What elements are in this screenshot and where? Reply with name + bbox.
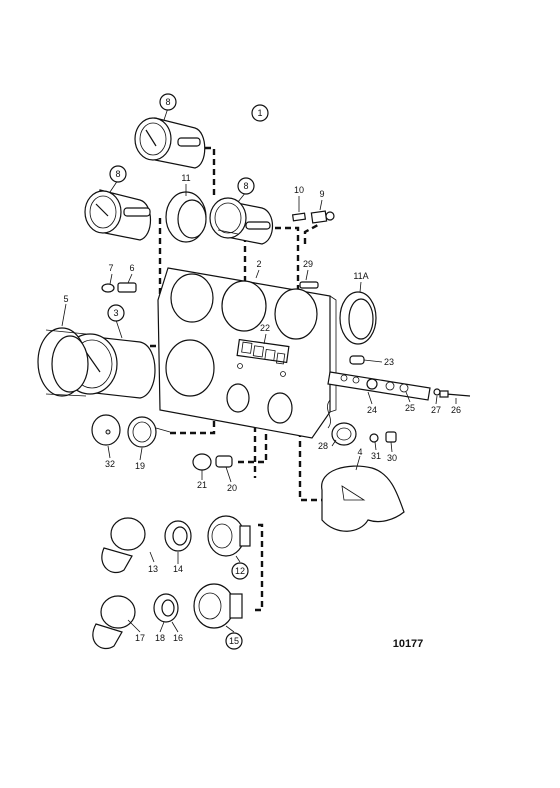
callout-17: 17 bbox=[135, 633, 145, 643]
callout-14: 14 bbox=[173, 564, 183, 574]
callout-circles bbox=[107, 93, 269, 650]
callout-labels: 1 8 8 8 11 10 9 2 29 11A 7 6 5 3 22 23 2… bbox=[63, 97, 461, 650]
drawing-number: 10177 bbox=[393, 638, 424, 650]
callout-31: 31 bbox=[371, 451, 381, 461]
bulb-21 bbox=[192, 453, 212, 471]
callout-20: 20 bbox=[227, 483, 237, 493]
lamp-parts-6-7 bbox=[101, 282, 137, 293]
socket-20 bbox=[215, 455, 233, 468]
callout-29: 29 bbox=[303, 259, 313, 269]
callout-30: 30 bbox=[387, 453, 397, 463]
gauge-left bbox=[84, 189, 152, 241]
callout-25: 25 bbox=[405, 403, 415, 413]
callout-21: 21 bbox=[197, 480, 207, 490]
callout-28: 28 bbox=[318, 441, 328, 451]
callout-26: 26 bbox=[451, 405, 461, 415]
callout-9: 9 bbox=[319, 189, 324, 199]
callout-32: 32 bbox=[105, 459, 115, 469]
callout-2: 2 bbox=[256, 259, 261, 269]
bezel-ring-5 bbox=[37, 327, 89, 397]
control-knob-4 bbox=[321, 465, 405, 532]
ignition-switch-upper bbox=[101, 515, 251, 574]
callout-13: 13 bbox=[148, 564, 158, 574]
callout-12: 12 bbox=[235, 566, 245, 576]
leader-lines bbox=[61, 107, 457, 633]
callout-11A: 11A bbox=[353, 271, 368, 281]
instrument-panel bbox=[157, 267, 337, 439]
callout-18: 18 bbox=[155, 633, 165, 643]
connector-28 bbox=[327, 399, 397, 446]
gauge-top bbox=[134, 117, 206, 169]
callout-3: 3 bbox=[113, 308, 118, 318]
bezel-ring-11 bbox=[165, 191, 207, 243]
callout-5: 5 bbox=[63, 294, 68, 304]
callout-15: 15 bbox=[229, 636, 239, 646]
callout-19: 19 bbox=[135, 461, 145, 471]
callout-4: 4 bbox=[357, 447, 362, 457]
callout-8-left: 8 bbox=[115, 169, 120, 179]
cap-32 bbox=[91, 414, 121, 446]
callout-1: 1 bbox=[257, 108, 262, 118]
bezel-ring-11A bbox=[339, 291, 377, 345]
callout-6: 6 bbox=[129, 263, 134, 273]
gauge-right bbox=[209, 197, 274, 245]
callout-7: 7 bbox=[108, 263, 113, 273]
callout-8-top: 8 bbox=[165, 97, 170, 107]
callout-27: 27 bbox=[431, 405, 441, 415]
callout-11: 11 bbox=[181, 173, 190, 183]
ignition-switch-lower bbox=[92, 583, 243, 650]
callout-8-right: 8 bbox=[243, 181, 248, 191]
callout-22: 22 bbox=[260, 323, 270, 333]
mounting-bar-24-25 bbox=[327, 371, 471, 401]
bulb-holder-9-10 bbox=[291, 210, 335, 224]
callout-23: 23 bbox=[384, 357, 394, 367]
callout-10: 10 bbox=[294, 185, 304, 195]
screws-29-23 bbox=[299, 281, 365, 365]
callout-16: 16 bbox=[173, 633, 183, 643]
callout-24: 24 bbox=[367, 405, 377, 415]
buzzer-19 bbox=[127, 416, 171, 448]
